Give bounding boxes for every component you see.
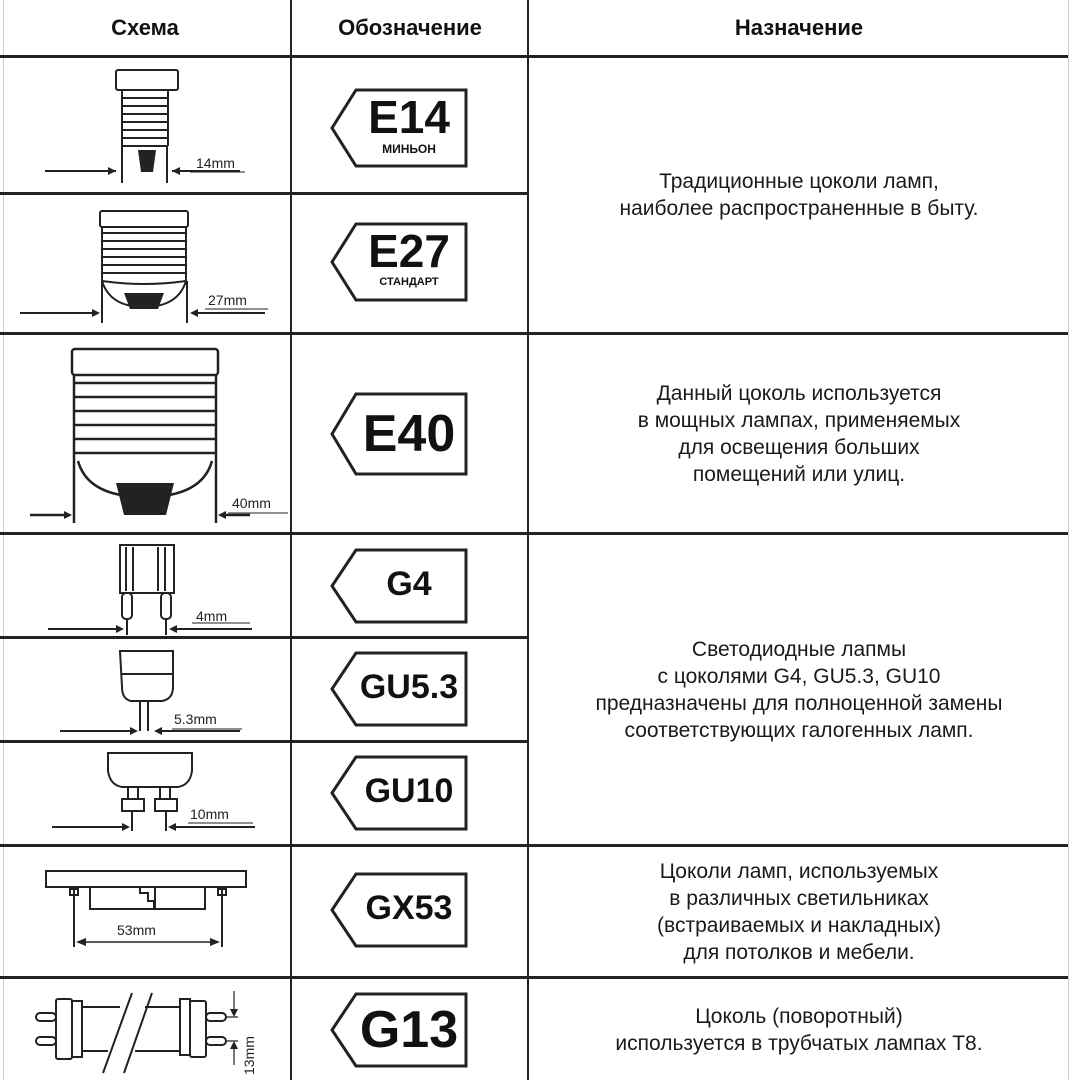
tag-e27: E27 СТАНДАРТ: [330, 222, 470, 302]
row-divider: [0, 192, 528, 195]
purpose-g4-gu: Светодиодные лапмы с цоколями G4, GU5.3,…: [595, 637, 1003, 742]
tag-shape-icon: [330, 651, 468, 727]
g13-base-diagram: 13mm: [35, 991, 257, 1075]
gu53-base-diagram: 5.3mm: [60, 650, 242, 735]
row-divider: [0, 740, 528, 743]
tag-shape-icon: [330, 392, 468, 476]
gu10-base-diagram: 10mm: [52, 752, 255, 831]
tag-code: GU5.3: [359, 668, 459, 706]
header-designation: Обозначение: [338, 15, 482, 40]
e27-base-diagram: 27mm: [20, 210, 268, 323]
tag-shape-icon: [330, 755, 468, 831]
tag-shape-icon: [330, 992, 468, 1068]
dimension-label: 4mm: [196, 608, 227, 624]
dimension-label: 27mm: [208, 292, 247, 308]
tag-gu10: GU10: [330, 755, 470, 831]
tag-shape-icon: [330, 88, 468, 168]
tag-subtitle: МИНЬОН: [382, 142, 436, 156]
tag-gx53: GX53: [330, 872, 470, 948]
row-divider: [0, 976, 1068, 979]
purpose-e14-e27: Традиционные цоколи ламп, наиболее распр…: [619, 170, 979, 220]
tag-subtitle: СТАНДАРТ: [379, 276, 439, 288]
g4-base-diagram: 4mm: [48, 544, 252, 635]
header-schema: Схема: [111, 15, 179, 40]
tag-shape-icon: [330, 872, 468, 948]
purpose-e40: Данный цоколь используется в мощных ламп…: [637, 381, 961, 486]
purpose-gx53: Цоколи ламп, используемых в различных св…: [657, 859, 941, 964]
e40-base-diagram: 40mm: [30, 347, 288, 523]
header-purpose: Назначение: [734, 15, 864, 40]
row-divider: [0, 636, 528, 639]
tag-e40: E40: [330, 392, 470, 476]
tag-code: G13: [359, 1001, 459, 1059]
tag-code: E27: [368, 225, 450, 277]
row-divider: [0, 332, 1068, 335]
tag-code: GX53: [365, 889, 453, 927]
tag-g4: G4: [330, 548, 470, 624]
dimension-label: 13mm: [241, 1036, 257, 1075]
row-divider: [0, 532, 1068, 535]
dimension-label: 40mm: [232, 495, 271, 511]
row-divider: [0, 844, 1068, 847]
tag-gu53: GU5.3: [330, 651, 470, 727]
purpose-g13: Цоколь (поворотный) используется в трубч…: [615, 1004, 983, 1055]
tag-code: GU10: [364, 772, 454, 810]
tag-code: E14: [368, 91, 450, 143]
dimension-label: 53mm: [117, 922, 156, 938]
dimension-label: 14mm: [196, 155, 235, 171]
table-left-border: [3, 0, 4, 1080]
e14-base-diagram: 14mm: [45, 69, 245, 183]
column-divider: [290, 0, 292, 1080]
table-right-border: [1068, 0, 1069, 1080]
tag-g13: G13: [330, 992, 470, 1068]
tag-shape-icon: [330, 548, 468, 624]
tag-shape-icon: [330, 222, 468, 302]
row-divider: [0, 55, 1068, 58]
tag-code: G4: [386, 565, 432, 603]
tag-code: E40: [362, 405, 456, 463]
dimension-label: 5.3mm: [174, 711, 217, 727]
column-divider: [527, 0, 529, 1080]
dimension-label: 10mm: [190, 806, 229, 822]
tag-e14: E14 МИНЬОН: [330, 88, 470, 168]
gx53-base-diagram: 53mm: [45, 870, 247, 947]
